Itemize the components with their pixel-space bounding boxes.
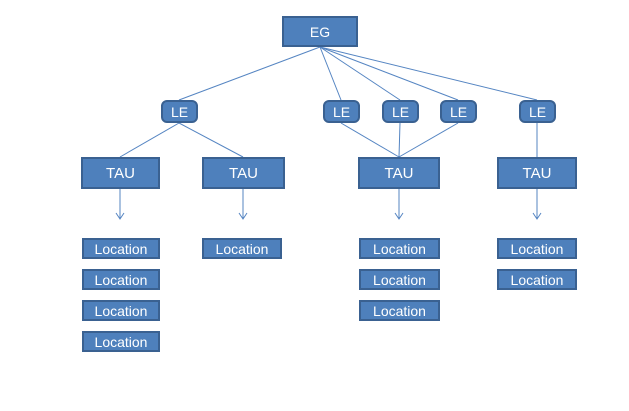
location-node-c1-2: Location [82,269,160,290]
edge-eg-le4 [319,46,459,101]
edge-le1-tau1 [119,122,180,158]
arrow-tau2-head-icon [238,212,248,220]
arrow-tau3-head-icon [394,212,404,220]
le-node-3: LE [382,100,419,123]
edge-le4-tau3 [398,122,459,158]
edge-eg-le2 [319,46,342,101]
location-node-c3-3: Location [359,300,440,321]
le-node-5: LE [519,100,556,123]
location-node-c4-2: Location [497,269,577,290]
le-node-4: LE [440,100,477,123]
location-node-c3-2: Location [359,269,440,290]
edge-le1-tau2 [178,122,244,158]
edge-eg-le3 [319,46,401,101]
edge-le2-tau3 [340,122,400,158]
tau-node-4: TAU [497,157,577,189]
tau-node-3: TAU [358,157,440,189]
location-node-c4-1: Location [497,238,577,259]
arrow-tau4-head-icon [532,212,542,220]
location-node-c1-1: Location [82,238,160,259]
edge-eg-le1 [178,46,321,101]
location-node-c3-1: Location [359,238,440,259]
le-node-2: LE [323,100,360,123]
location-node-c1-4: Location [82,331,160,352]
location-node-c2-1: Location [202,238,282,259]
le-node-1: LE [161,100,198,123]
edge-le3-tau3 [398,122,401,158]
location-node-c1-3: Location [82,300,160,321]
eg-node: EG [282,16,358,47]
tau-node-2: TAU [202,157,285,189]
arrow-tau1-head-icon [115,212,125,220]
tau-node-1: TAU [81,157,160,189]
edge-eg-le5 [319,46,538,101]
